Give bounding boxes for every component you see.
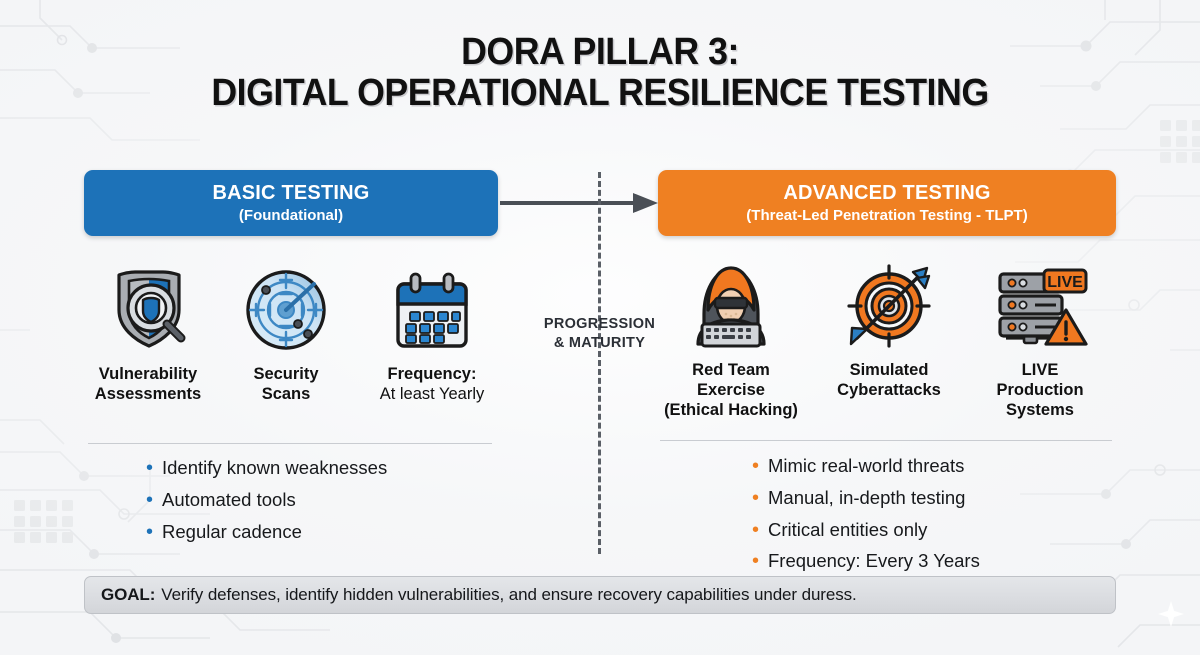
progression-divider (598, 172, 601, 554)
label-line-1: Frequency: (387, 365, 477, 383)
bullet-text: Manual, in-depth testing (768, 486, 966, 508)
label-line-1: Simulated (849, 361, 929, 379)
list-item: • Identify known weaknesses (146, 452, 387, 484)
progression-line-2: & MATURITY (553, 334, 646, 351)
list-item: • Regular cadence (146, 516, 387, 548)
label-line-2: Cyberattacks (837, 381, 941, 400)
basic-item-label: Vulnerability Assessments (84, 364, 212, 404)
advanced-bullet-list: • Mimic real-world threats • Manual, in-de… (752, 450, 980, 577)
basic-testing-header: BASIC TESTING (Foundational) (84, 170, 498, 236)
progression-line-1: PROGRESSION (543, 316, 656, 332)
advanced-section-divider (660, 440, 1112, 441)
label-line-1: Red Team (692, 361, 770, 379)
title-line-2: DIGITAL OPERATIONAL RESILIENCE TESTING (211, 72, 989, 115)
basic-item-label: Frequency: At least Yearly (352, 364, 512, 404)
bullet-text: Frequency: Every 3 Years (768, 550, 980, 572)
basic-item-frequency: Frequency: At least Yearly (352, 262, 512, 404)
arrow-right-icon (500, 193, 658, 213)
shield-magnifier-icon (117, 270, 186, 348)
calendar-icon (396, 272, 468, 348)
label-line-2: Scans (261, 385, 311, 404)
bullet-text: Identify known weaknesses (162, 457, 388, 478)
progression-label: PROGRESSION & MATURITY (512, 315, 687, 353)
bullet-dot-icon: • (146, 488, 154, 511)
list-item: • Automated tools (146, 484, 387, 516)
label-line-1: Vulnerability (98, 365, 198, 383)
advanced-item-label: Red Team Exercise (Ethical Hacking) (648, 360, 814, 420)
bullet-dot-icon: • (752, 455, 760, 477)
basic-section-divider (88, 443, 492, 444)
title-line-1: DORA PILLAR 3: (461, 31, 739, 73)
sparkle-decoration-icon (1158, 601, 1184, 627)
hacker-icon (696, 266, 766, 348)
advanced-testing-title: ADVANCED TESTING (783, 181, 991, 204)
label-line-2: Production (996, 381, 1084, 400)
live-badge-text: LIVE (1047, 274, 1083, 291)
advanced-item-label: LIVE Production Systems (970, 360, 1110, 420)
basic-testing-subtitle: (Foundational) (238, 206, 344, 224)
bullet-dot-icon: • (146, 457, 154, 479)
bullet-text: Regular cadence (162, 520, 302, 542)
goal-text: Verify defenses, identify hidden vulnera… (161, 585, 857, 604)
basic-item-vulnerability-assessments: Vulnerability Assessments (84, 262, 212, 404)
advanced-testing-header: ADVANCED TESTING (Threat-Led Penetration… (658, 170, 1116, 236)
label-line-2: Exercise (697, 381, 765, 400)
radar-icon (246, 270, 326, 350)
advanced-item-live-production-systems: LIVE LIVE Production Systems (970, 258, 1110, 420)
label-line-2: Assessments (94, 385, 202, 404)
page-title: DORA PILLAR 3: DIGITAL OPERATIONAL RESIL… (0, 31, 1200, 115)
list-item: • Critical entities only (752, 514, 980, 546)
label-line-3: (Ethical Hacking) (664, 401, 798, 420)
goal-label: GOAL: (101, 585, 156, 604)
label-line-3: Systems (1006, 401, 1074, 420)
advanced-item-red-team-exercise: Red Team Exercise (Ethical Hacking) (648, 258, 814, 420)
bullet-dot-icon: • (752, 550, 760, 573)
bullet-dot-icon: • (752, 518, 760, 541)
advanced-item-label: Simulated Cyberattacks (814, 360, 964, 400)
advanced-testing-subtitle: (Threat-Led Penetration Testing - TLPT) (746, 206, 1028, 224)
basic-testing-title: BASIC TESTING (212, 181, 370, 204)
list-item: • Mimic real-world threats (752, 450, 980, 482)
target-arrow-icon (847, 264, 931, 348)
basic-bullet-list: • Identify known weaknesses • Automated to… (146, 452, 387, 547)
advanced-item-simulated-cyberattacks: Simulated Cyberattacks (814, 258, 964, 400)
list-item: • Frequency: Every 3 Years (752, 545, 980, 577)
list-item: • Manual, in-depth testing (752, 482, 980, 514)
label-line-2: At least Yearly (379, 385, 485, 404)
basic-item-label: Security Scans (222, 364, 350, 404)
basic-item-security-scans: Security Scans (222, 262, 350, 404)
bullet-dot-icon: • (146, 520, 154, 543)
label-line-1: Security (253, 365, 319, 383)
bullet-text: Mimic real-world threats (768, 455, 965, 476)
bullet-dot-icon: • (752, 486, 760, 509)
server-warning-icon: LIVE (998, 268, 1088, 346)
goal-banner: GOAL: Verify defenses, identify hidden v… (84, 576, 1116, 614)
bullet-text: Automated tools (162, 488, 296, 510)
bullet-text: Critical entities only (768, 518, 928, 540)
label-line-1: LIVE (1021, 361, 1059, 379)
